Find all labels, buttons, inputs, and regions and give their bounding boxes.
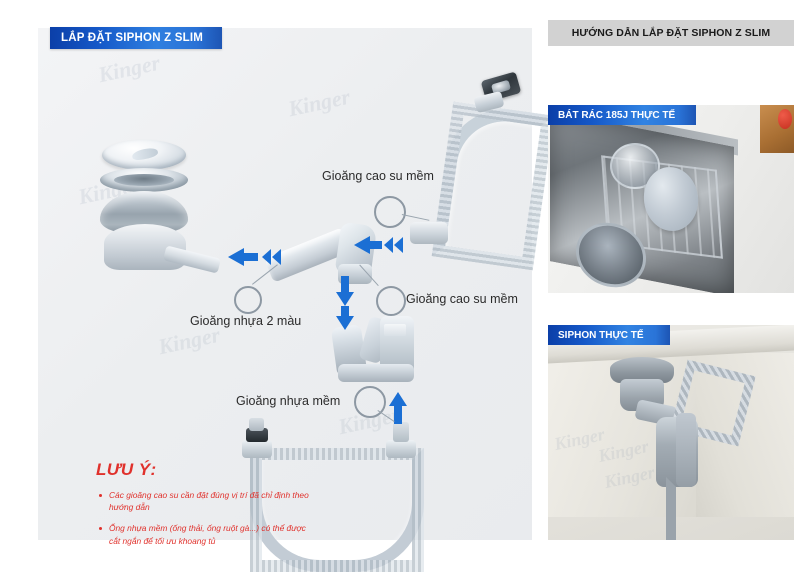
drain-hose-right-collar — [386, 440, 416, 458]
callout-label: Gioăng cao su mềm — [322, 169, 434, 183]
watermark: Kinger — [285, 83, 353, 122]
drain-hose-right-stub — [393, 422, 409, 442]
right-panel-header: HƯỚNG DẪN LẮP ĐẶT SIPHON Z SLIM — [548, 20, 794, 46]
hose-end-part — [410, 222, 448, 244]
assembly-arrow-left-icon — [228, 248, 244, 266]
note-item: Các gioăng cao su cần đặt đúng vị trí đã… — [99, 489, 311, 513]
siphon-photo: Kinger Kinger Kinger — [548, 325, 794, 540]
left-panel-banner-label: LẮP ĐẶT SIPHON Z SLIM — [61, 32, 203, 44]
installed-siphon-side — [676, 413, 696, 487]
tomato — [778, 109, 792, 129]
drain-hose-ribs — [250, 448, 424, 572]
sink-photo — [548, 105, 794, 293]
right-panel-header-label: HƯỚNG DẪN LẮP ĐẶT SIPHON Z SLIM — [571, 27, 771, 39]
assembly-arrow-left-tail — [370, 241, 382, 249]
assembly-arrow-down-icon — [336, 316, 354, 330]
assembly-arrow-up-tail — [394, 406, 402, 424]
note-list: Các gioăng cao su cần đặt đúng vị trí đã… — [96, 489, 311, 547]
assembly-arrow-down-icon — [336, 292, 354, 306]
chevron-left-icon — [272, 249, 281, 265]
callout-soft-plastic-gasket: Gioăng nhựa mềm — [236, 394, 340, 408]
note-block: LƯU Ý: Các gioăng cao su cần đặt đúng vị… — [96, 460, 311, 556]
photo-panel-siphon: Kinger Kinger Kinger SIPHON THỰC TẾ — [548, 325, 794, 540]
callout-leader — [401, 214, 430, 221]
siphon-base-part — [338, 364, 414, 382]
photo-panel-sink: BÁT RÁC 185J THỰC TẾ — [548, 105, 794, 293]
strainer-basket — [610, 143, 660, 189]
callout-label: Gioăng nhựa mềm — [236, 394, 341, 408]
o-ring-icon — [376, 286, 406, 316]
drain-hose-left-stub — [249, 418, 264, 431]
assembly-arrow-left-icon — [354, 236, 370, 254]
assembly-arrow-down-tail — [341, 276, 349, 294]
callout-label: Gioăng nhựa 2 màu — [190, 314, 302, 328]
photo-tab-label: BÁT RÁC 185J THỰC TẾ — [558, 109, 676, 121]
watermark: Kinger — [95, 49, 163, 88]
o-ring-icon — [354, 386, 386, 418]
assembly-arrow-down-tail — [341, 306, 349, 318]
strainer-cap-part — [102, 140, 186, 170]
photo-tab-label: SIPHON THỰC TẾ — [558, 329, 644, 341]
siphon-tag-part — [384, 324, 406, 336]
diagram-panel: Kinger Kinger Kinger Kinger Kinger — [38, 28, 555, 572]
installed-strainer — [610, 357, 674, 383]
callout-label: Gioăng cao su mềm — [406, 292, 518, 306]
note-title: LƯU Ý: — [96, 460, 157, 479]
drain-hose-left-collar — [242, 440, 272, 458]
chevron-left-icon — [384, 237, 393, 253]
callout-rubber-gasket-mid: Gioăng cao su mềm — [406, 292, 518, 306]
assembly-arrow-left-tail — [244, 253, 258, 261]
left-panel-banner: LẮP ĐẶT SIPHON Z SLIM — [50, 27, 222, 49]
drain-hose-left-seal — [246, 428, 268, 442]
photo-tab-siphon: SIPHON THỰC TẾ — [548, 325, 670, 345]
o-ring-icon — [234, 286, 262, 314]
chevron-left-icon — [262, 249, 271, 265]
installed-drain-hose — [666, 477, 730, 540]
photo-tab-sink: BÁT RÁC 185J THỰC TẾ — [548, 105, 696, 125]
o-ring-icon — [374, 196, 406, 228]
callout-leader — [377, 410, 395, 423]
callout-rubber-gasket-top: Gioăng cao su mềm — [322, 169, 434, 183]
note-item: Ống nhựa mềm (ống thải, ống ruột gà...) … — [99, 522, 311, 546]
callout-plastic-gasket-2color: Gioăng nhựa 2 màu — [190, 314, 301, 328]
overflow-hose-ribs — [431, 101, 555, 271]
strainer-ring-part — [100, 168, 188, 192]
assembly-arrow-up-icon — [389, 392, 407, 406]
chevron-left-icon — [394, 237, 403, 253]
